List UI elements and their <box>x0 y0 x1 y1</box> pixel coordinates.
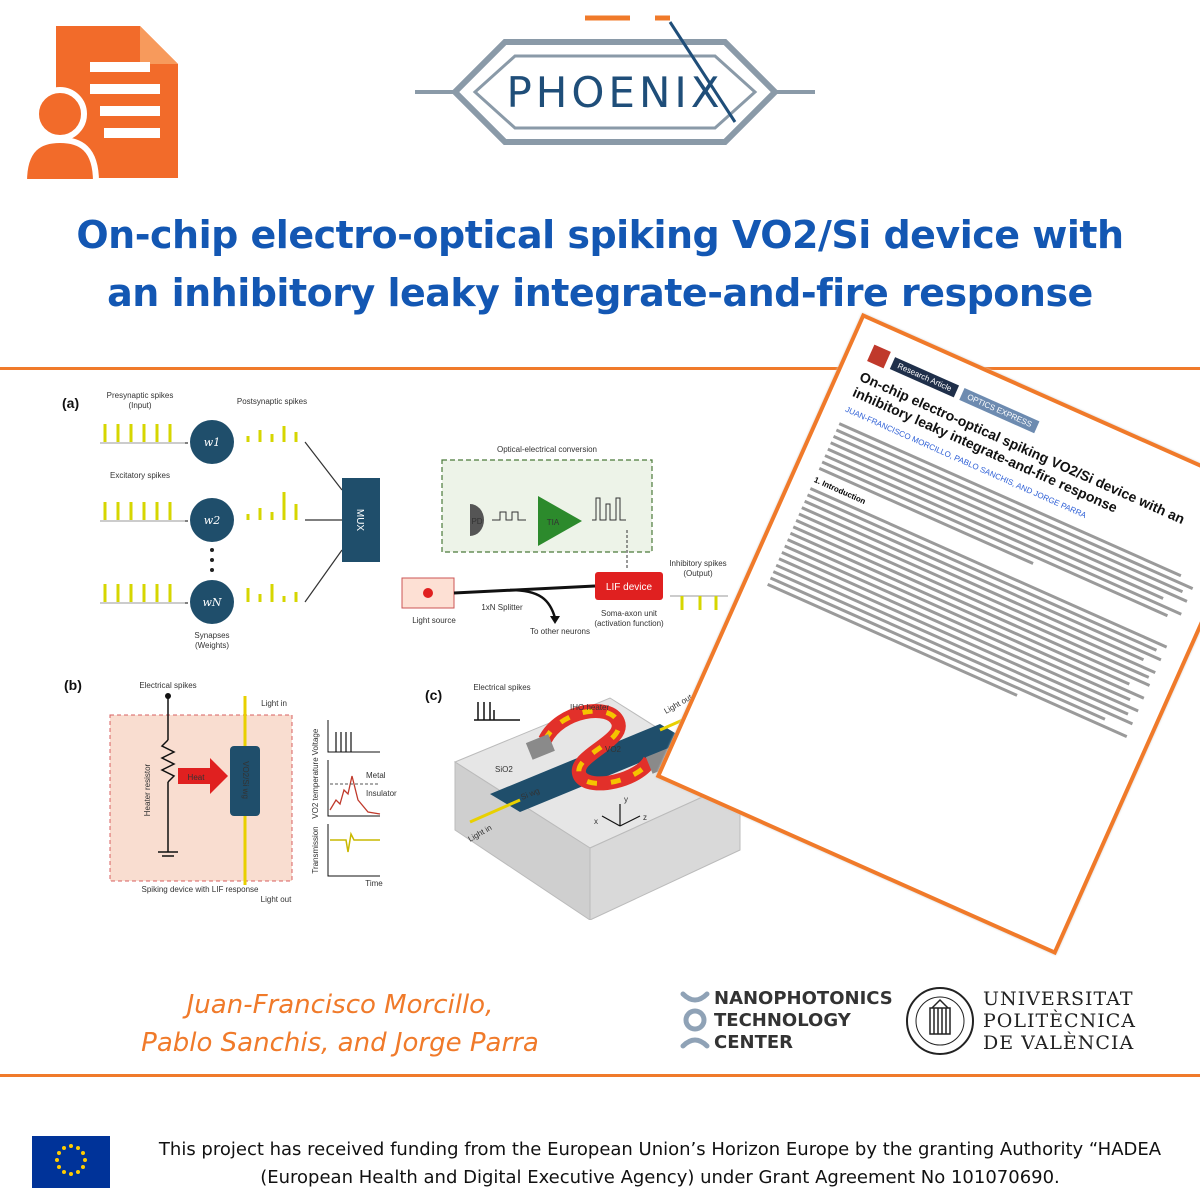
lif-device <box>595 572 663 600</box>
svg-text:(Weights): (Weights) <box>195 641 229 650</box>
heat-arrow <box>178 758 228 794</box>
funding-line-1: This project has received funding from t… <box>158 1139 1162 1160</box>
ntc-line-2: TECHNOLOGY <box>714 1010 851 1031</box>
svg-text:VO2: VO2 <box>605 745 622 754</box>
input-spikes-n <box>103 584 172 602</box>
svg-text:Light in: Light in <box>261 699 287 708</box>
svg-text:Optical-electrical conversion: Optical-electrical conversion <box>497 445 597 454</box>
svg-text:1xN Splitter: 1xN Splitter <box>481 603 523 612</box>
upv-line-3: DE VALÈNCIA <box>983 1032 1135 1054</box>
ntc-logo: NANOPHOTONICS TECHNOLOGY CENTER <box>680 988 900 1054</box>
ntc-line-1: NANOPHOTONICS <box>714 988 893 1009</box>
svg-text:wN: wN <box>202 596 221 609</box>
svg-text:(Input): (Input) <box>128 401 151 410</box>
svg-text:VO2/Si wg: VO2/Si wg <box>241 761 250 799</box>
svg-text:Time: Time <box>365 879 383 888</box>
mux-block <box>342 478 380 562</box>
panel-a-label: (a) <box>62 395 79 411</box>
panel-b-label: (b) <box>64 677 82 693</box>
svg-text:w2: w2 <box>204 514 220 527</box>
svg-text:Spiking device with LIF respon: Spiking device with LIF response <box>142 885 260 894</box>
svg-text:TIA: TIA <box>547 518 560 527</box>
svg-text:To other neurons: To other neurons <box>530 627 590 636</box>
bottom-divider <box>0 1074 1200 1077</box>
panel-c-label: (c) <box>425 687 442 703</box>
ntc-logo-icon <box>680 991 710 1049</box>
svg-text:Heater resistor: Heater resistor <box>143 763 152 816</box>
title-line-1: On-chip electro-optical spiking VO2/Si d… <box>76 213 1124 257</box>
authors-line-2: Pablo Sanchis, and Jorge Parra <box>141 1028 539 1058</box>
svg-text:MUX: MUX <box>354 509 365 532</box>
input-spikes-2 <box>103 502 172 520</box>
svg-text:(Output): (Output) <box>683 569 713 578</box>
svg-text:VO2 temperature: VO2 temperature <box>311 757 320 819</box>
title-line-2: an inhibitory leaky integrate-and-fire r… <box>107 271 1093 315</box>
funding-line-2: (European Health and Digital Executive A… <box>260 1167 1060 1188</box>
phoenix-logo-text: PHOENIX <box>506 68 723 117</box>
svg-text:z: z <box>643 813 647 822</box>
svg-text:Voltage: Voltage <box>311 728 320 755</box>
svg-text:Insulator: Insulator <box>366 789 397 798</box>
svg-text:Light out: Light out <box>261 895 292 904</box>
upv-seal-icon <box>906 987 974 1055</box>
svg-text:Metal: Metal <box>366 771 386 780</box>
authors-line-1: Juan-Francisco Morcillo, <box>186 990 494 1020</box>
upv-line-2: POLITÈCNICA <box>983 1010 1136 1032</box>
eu-flag-icon <box>32 1136 110 1188</box>
weight-nodes: w1 w2 wN <box>190 420 234 624</box>
svg-text:LIF device: LIF device <box>606 582 653 593</box>
page-title: On-chip electro-optical spiking VO2/Si d… <box>0 206 1200 322</box>
input-spikes-1 <box>103 424 172 442</box>
authors: Juan-Francisco Morcillo, Pablo Sanchis, … <box>80 986 600 1062</box>
spiking-device-box <box>109 714 293 882</box>
document-person-icon <box>20 22 180 185</box>
tia-block <box>538 496 582 546</box>
svg-text:Electrical spikes: Electrical spikes <box>139 681 196 690</box>
phoenix-logo: PHOENIX <box>415 12 815 172</box>
svg-text:(activation function): (activation function) <box>594 619 664 628</box>
svg-text:SiO2: SiO2 <box>495 765 513 774</box>
svg-text:y: y <box>624 795 628 804</box>
top-divider <box>0 367 1200 370</box>
svg-text:Inhibitory spikes: Inhibitory spikes <box>669 559 726 568</box>
svg-text:Electrical spikes: Electrical spikes <box>473 683 530 692</box>
figure: (a) Presynaptic spikes (Input) Postsynap… <box>50 380 750 921</box>
svg-text:Presynaptic spikes: Presynaptic spikes <box>107 391 174 400</box>
svg-text:w1: w1 <box>204 436 220 449</box>
upv-logo: UNIVERSITAT POLITÈCNICA DE VALÈNCIA <box>905 986 1135 1056</box>
svg-text:Excitatory spikes: Excitatory spikes <box>110 471 170 480</box>
pd-block <box>470 504 484 536</box>
svg-text:Synapses: Synapses <box>194 631 229 640</box>
svg-text:Transmission: Transmission <box>311 826 320 873</box>
funding-notice: This project has received funding from t… <box>140 1136 1180 1192</box>
upv-line-1: UNIVERSITAT <box>983 988 1134 1010</box>
paper-logo-icon <box>867 344 891 369</box>
svg-text:Soma-axon unit: Soma-axon unit <box>601 609 658 618</box>
svg-text:Heat: Heat <box>188 773 206 782</box>
svg-text:IHO heater: IHO heater <box>570 703 609 712</box>
svg-text:PD: PD <box>471 517 482 526</box>
svg-text:x: x <box>594 817 598 826</box>
svg-text:Light source: Light source <box>412 616 456 625</box>
svg-text:Postsynaptic spikes: Postsynaptic spikes <box>237 397 307 406</box>
post-spikes <box>246 426 298 602</box>
ntc-line-3: CENTER <box>714 1032 794 1053</box>
